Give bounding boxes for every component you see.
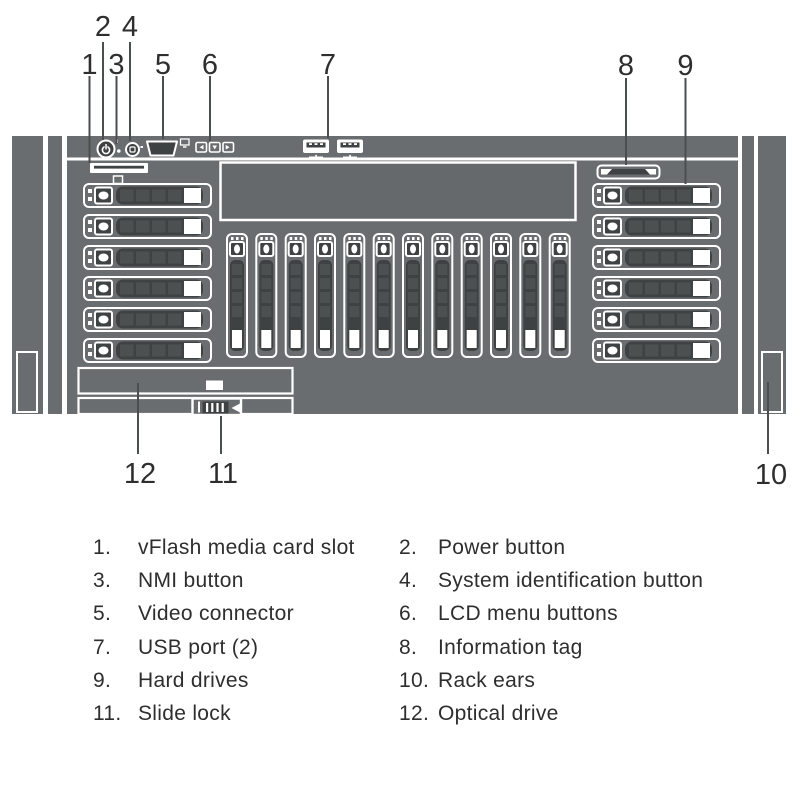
legend: 1.vFlash media card slot 2.Power button … bbox=[0, 0, 800, 725]
legend-item: 1. vFlash media card slot bbox=[93, 536, 355, 562]
right-rack-ear bbox=[758, 136, 786, 414]
legend-item-label: Power button bbox=[438, 536, 566, 559]
legend-item: 3. NMI button bbox=[93, 569, 244, 595]
callouts: 1 2 3 4 5 6 7 bbox=[81, 11, 787, 491]
legend-item-number: 1. bbox=[93, 536, 112, 559]
callout-number: 4 bbox=[122, 11, 138, 43]
legend-item-number: 2. bbox=[399, 536, 418, 559]
legend-item: 5. Video connector bbox=[93, 602, 294, 628]
callout-2: 2 bbox=[95, 11, 111, 140]
legend-item-number: 7. bbox=[93, 636, 112, 659]
optical-drive bbox=[77, 366, 294, 416]
legend-item-number: 5. bbox=[93, 602, 112, 625]
hard-drive-tray bbox=[592, 307, 721, 332]
legend-item-label: USB port (2) bbox=[138, 636, 259, 659]
legend-item-number: 8. bbox=[399, 636, 418, 659]
callout-3: 3 bbox=[108, 49, 125, 144]
legend-item: 12. Optical drive bbox=[399, 702, 559, 728]
callout-6: 6 bbox=[202, 49, 218, 141]
legend-item-number: 10. bbox=[399, 669, 430, 692]
callout-11: 11 bbox=[208, 416, 238, 490]
callout-12: 12 bbox=[124, 383, 156, 490]
lcd-menu-buttons-icon bbox=[195, 141, 235, 153]
callout-number: 8 bbox=[618, 50, 634, 82]
legend-item-number: 9. bbox=[93, 669, 112, 692]
legend-item-label: Video connector bbox=[138, 602, 294, 625]
server-front-diagram: 1 2 3 4 5 6 7 bbox=[12, 11, 787, 491]
control-panel bbox=[96, 138, 363, 160]
legend-item-number: 4. bbox=[399, 569, 418, 592]
callout-number: 11 bbox=[208, 458, 238, 490]
callout-7: 7 bbox=[320, 49, 336, 138]
legend-item: 9. Hard drives bbox=[93, 669, 249, 695]
callout-number: 3 bbox=[108, 49, 124, 81]
lcd-panel-recess bbox=[219, 161, 577, 222]
legend-item-label: Information tag bbox=[438, 636, 583, 659]
callout-number: 10 bbox=[755, 459, 787, 491]
callout-number: 12 bbox=[124, 458, 156, 490]
hard-drive-tray bbox=[592, 338, 721, 363]
callout-10: 10 bbox=[755, 382, 787, 491]
legend-item: 10. Rack ears bbox=[399, 669, 535, 695]
callout-number: 7 bbox=[320, 49, 336, 81]
callout-number: 9 bbox=[677, 50, 693, 82]
legend-item-label: Optical drive bbox=[438, 702, 559, 725]
video-connector-icon bbox=[146, 138, 190, 157]
callout-number: 5 bbox=[155, 49, 171, 81]
callout-9: 9 bbox=[677, 50, 694, 184]
legend-item: 11. Slide lock bbox=[93, 702, 231, 728]
legend-item-number: 3. bbox=[93, 569, 112, 592]
legend-item-number: 11. bbox=[93, 702, 122, 725]
power-button-icon bbox=[96, 139, 116, 159]
callout-8: 8 bbox=[618, 50, 634, 165]
information-tag bbox=[596, 164, 661, 180]
legend-item-label: System identification button bbox=[438, 569, 704, 592]
callout-number: 6 bbox=[202, 49, 218, 81]
legend-item-number: 6. bbox=[399, 602, 418, 625]
legend-item-label: NMI button bbox=[138, 569, 244, 592]
left-rack-ear bbox=[12, 136, 43, 414]
slide-lock bbox=[191, 397, 243, 417]
legend-item-label: vFlash media card slot bbox=[138, 536, 355, 559]
callout-5: 5 bbox=[155, 49, 171, 139]
legend-item: 4. System identification button bbox=[399, 569, 703, 595]
hard-drive-tray bbox=[83, 307, 212, 332]
hard-drive-tray bbox=[83, 338, 212, 363]
callout-1: 1 bbox=[81, 49, 98, 163]
legend-item-label: LCD menu buttons bbox=[438, 602, 618, 625]
callout-4: 4 bbox=[122, 11, 138, 141]
legend-item-label: Hard drives bbox=[138, 669, 249, 692]
legend-item-label: Rack ears bbox=[438, 669, 536, 692]
callout-number: 1 bbox=[81, 49, 97, 81]
usb-port-icon bbox=[337, 139, 363, 160]
legend-item: 8. Information tag bbox=[399, 636, 583, 662]
legend-item-number: 12. bbox=[399, 702, 430, 725]
system-id-button-icon bbox=[125, 142, 143, 157]
legend-item-label: Slide lock bbox=[138, 702, 231, 725]
legend-item: 7. USB port (2) bbox=[93, 636, 258, 662]
callout-number: 2 bbox=[95, 11, 111, 43]
legend-item: 2. Power button bbox=[399, 536, 565, 562]
usb-port-icon bbox=[303, 139, 329, 160]
legend-item: 6. LCD menu buttons bbox=[399, 602, 618, 628]
